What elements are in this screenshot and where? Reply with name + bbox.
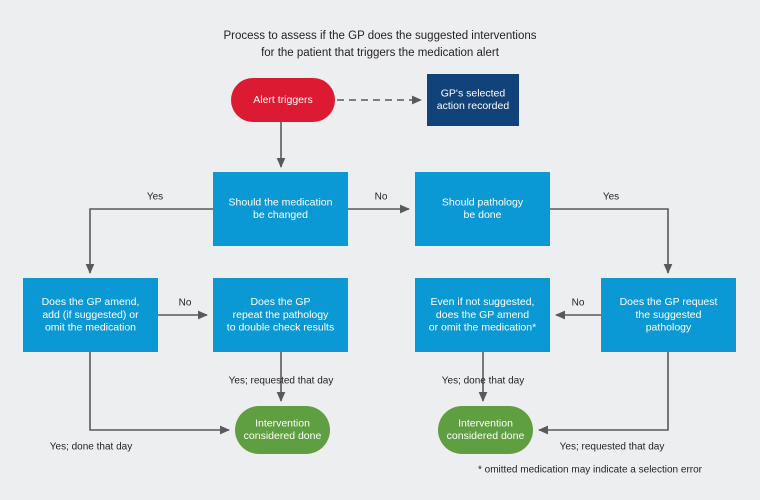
node-label-intervention-considered-done-right-line2: considered done xyxy=(447,430,525,442)
connector-layer xyxy=(85,95,673,435)
node-label-alert-triggers-line1: Alert triggers xyxy=(253,94,313,106)
node-even-if-not-suggested-amend-omit[interactable]: Even if not suggested,does the GP amendo… xyxy=(415,278,550,352)
diagram-title: Process to assess if the GP does the sug… xyxy=(223,30,536,59)
connector-should-medication-yes-to-amend xyxy=(85,208,213,274)
node-shape-intervention-considered-done-right xyxy=(438,406,533,454)
node-alert-triggers[interactable]: Alert triggers xyxy=(231,78,335,122)
footnote-text: * omitted medication may indicate a sele… xyxy=(478,465,703,476)
diagram-title-line1: Process to assess if the GP does the sug… xyxy=(223,30,536,42)
node-label-does-gp-repeat-pathology-line2: repeat the pathology xyxy=(233,309,329,321)
node-shape-even-if-not-suggested-amend-omit xyxy=(415,278,550,352)
node-label-intervention-considered-done-right-line1: Intervention xyxy=(458,417,513,429)
edge-label-amend-no-to-repeat: No xyxy=(179,298,192,309)
node-label-does-gp-request-suggested-pathology-line3: pathology xyxy=(646,321,692,333)
diagram-title-line2: for the patient that triggers the medica… xyxy=(261,47,500,59)
node-label-should-medication-be-changed-line2: be changed xyxy=(253,209,308,221)
node-label-does-gp-request-suggested-pathology-line1: Does the GP request xyxy=(620,296,718,308)
edge-label-should-medication-no-to-pathology: No xyxy=(375,192,388,203)
edge-label-request-yes-requested-to-done: Yes; requested that day xyxy=(560,442,665,453)
node-label-does-gp-amend-add-omit-line2: add (if suggested) or xyxy=(42,309,139,321)
node-label-even-if-not-suggested-amend-omit-line1: Even if not suggested, xyxy=(431,296,535,308)
edge-label-repeat-yes-requested-to-done: Yes; requested that day xyxy=(229,376,334,387)
edge-label-even-if-yes-done-to-done: Yes; done that day xyxy=(442,376,524,387)
node-label-gp-selected-action-recorded-line1: GP's selected xyxy=(441,87,506,99)
edge-label-should-pathology-yes-to-request: Yes xyxy=(603,192,619,203)
edge-label-should-medication-yes-to-amend: Yes xyxy=(147,192,163,203)
node-label-even-if-not-suggested-amend-omit-line2: does the GP amend xyxy=(436,309,529,321)
node-label-should-medication-be-changed-line1: Should the medication xyxy=(229,196,333,208)
node-label-does-gp-request-suggested-pathology-line2: the suggested xyxy=(636,309,702,321)
node-shape-intervention-considered-done-left xyxy=(235,406,330,454)
connector-request-yes-requested-to-done xyxy=(538,352,669,435)
node-shape-gp-selected-action-recorded xyxy=(427,74,519,126)
node-label-does-gp-amend-add-omit-line3: omit the medication xyxy=(45,321,136,333)
connector-amend-yes-done-to-done xyxy=(89,352,230,435)
node-does-gp-amend-add-omit[interactable]: Does the GP amend,add (if suggested) oro… xyxy=(23,278,158,352)
node-shape-does-gp-repeat-pathology xyxy=(213,278,348,352)
node-label-even-if-not-suggested-amend-omit-line3: or omit the medication* xyxy=(429,321,536,333)
node-label-gp-selected-action-recorded-line2: action recorded xyxy=(437,100,510,112)
node-label-does-gp-repeat-pathology-line1: Does the GP xyxy=(250,296,310,308)
node-label-should-pathology-be-done-line1: Should pathology xyxy=(442,196,524,208)
node-label-intervention-considered-done-left-line1: Intervention xyxy=(255,417,310,429)
edge-label-amend-yes-done-to-done: Yes; done that day xyxy=(50,442,132,453)
node-shape-does-gp-request-suggested-pathology xyxy=(601,278,736,352)
node-shape-alert-triggers xyxy=(231,78,335,122)
node-label-should-pathology-be-done-line2: be done xyxy=(464,209,502,221)
node-label-intervention-considered-done-left-line2: considered done xyxy=(244,430,322,442)
node-label-does-gp-repeat-pathology-line3: to double check results xyxy=(227,321,334,333)
node-shape-does-gp-amend-add-omit xyxy=(23,278,158,352)
node-shape-should-medication-be-changed xyxy=(213,172,348,246)
node-label-does-gp-amend-add-omit-line1: Does the GP amend, xyxy=(42,296,140,308)
connector-should-pathology-yes-to-request xyxy=(550,208,673,274)
edge-label-request-no-to-even-if: No xyxy=(572,298,585,309)
node-shape-should-pathology-be-done xyxy=(415,172,550,246)
